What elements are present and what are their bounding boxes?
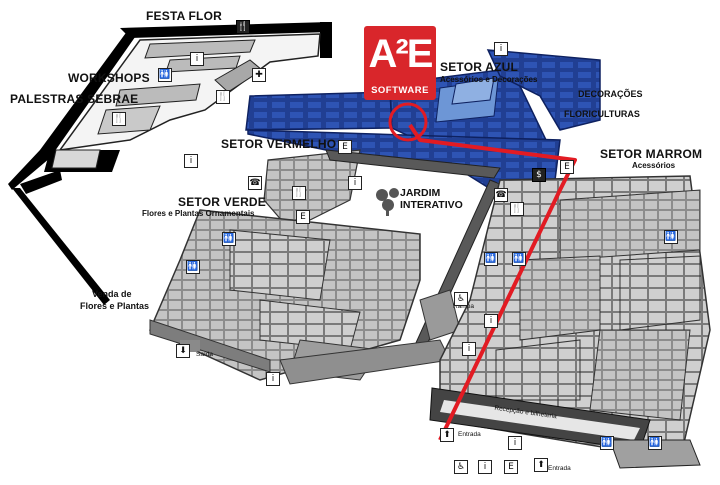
setor-verde-hall bbox=[149, 209, 421, 381]
wc-icon: 🚻 bbox=[484, 252, 498, 266]
escalator-icon: E bbox=[338, 140, 352, 154]
escalator-icon: E bbox=[296, 210, 310, 224]
label-setor-marrom: SETOR MARROM bbox=[600, 147, 703, 161]
label-setor-vermelho: SETOR VERMELHO bbox=[221, 137, 337, 151]
label-jardim: JARDIM bbox=[400, 187, 441, 199]
exit-arrow-icon: ⬇ bbox=[176, 344, 190, 358]
label-palestras-sebrae: PALESTRAS SEBRAE bbox=[10, 92, 139, 106]
wc-icon: 🚻 bbox=[664, 230, 678, 244]
label-interativo: INTERATIVO bbox=[400, 199, 463, 211]
info-icon: i bbox=[494, 42, 508, 56]
label-venda-2: Flores e Plantas bbox=[80, 301, 150, 311]
escalator-icon: E bbox=[504, 460, 518, 474]
logo-sub-text: SOFTWARE bbox=[371, 85, 429, 96]
label-setor-azul: SETOR AZUL bbox=[440, 60, 519, 74]
first-aid-icon: ✚ bbox=[252, 68, 266, 82]
info-icon: i bbox=[508, 436, 522, 450]
lower-corridor bbox=[279, 289, 461, 385]
wc-icon: 🚻 bbox=[648, 436, 662, 450]
wc-icon: 🚻 bbox=[222, 232, 236, 246]
label-floriculturas: FLORICULTURAS bbox=[564, 109, 640, 119]
restaurant-icon: 🍴 bbox=[510, 202, 524, 216]
info-icon: i bbox=[348, 176, 362, 190]
info-icon: i bbox=[462, 342, 476, 356]
entrance-arrow-icon: ⬆ bbox=[440, 428, 454, 442]
wheelchair-icon: ♿ bbox=[454, 292, 468, 306]
garden-trees bbox=[376, 188, 399, 216]
label-venda-1: Venda de bbox=[92, 289, 132, 299]
label-saida: Saída bbox=[196, 351, 213, 358]
label-entrada-2: Entrada bbox=[548, 465, 571, 472]
wc-icon: 🚻 bbox=[186, 260, 200, 274]
label-festa-flor: FESTA FLOR bbox=[146, 9, 222, 23]
label-entrada-1: Entrada bbox=[458, 431, 481, 438]
a2e-software-logo: A²E SOFTWARE bbox=[364, 26, 436, 100]
label-setor-marrom-sub: Acessórios bbox=[632, 161, 676, 170]
phone-icon: ☎ bbox=[494, 188, 508, 202]
phone-icon: ☎ bbox=[248, 176, 262, 190]
label-rampa: Rampa bbox=[453, 303, 474, 310]
info-icon: i bbox=[484, 314, 498, 328]
label-workshops: WORKSHOPS bbox=[68, 71, 150, 85]
restaurant-icon: 🍴 bbox=[236, 20, 250, 34]
escalator-icon: E bbox=[560, 160, 574, 174]
atm-icon: $ bbox=[532, 168, 546, 182]
restaurant-icon: 🍴 bbox=[216, 90, 230, 104]
label-setor-azul-sub: Acessórios e Decorações bbox=[440, 75, 538, 84]
label-setor-verde-sub: Flores e Plantas Ornamentais bbox=[142, 209, 255, 218]
restaurant-icon: 🍴 bbox=[292, 186, 306, 200]
label-decoracoes: DECORAÇÕES bbox=[578, 89, 643, 99]
logo-main-text: A²E bbox=[368, 32, 434, 76]
wc-icon: 🚻 bbox=[512, 252, 526, 266]
wc-icon: 🚻 bbox=[600, 436, 614, 450]
accessibility-icon: ♿ bbox=[454, 460, 468, 474]
info-icon: i bbox=[184, 154, 198, 168]
wc-icon: 🚻 bbox=[158, 68, 172, 82]
info-icon: i bbox=[266, 372, 280, 386]
entrance-arrow-icon: ⬆ bbox=[534, 458, 548, 472]
restaurant-icon: 🍴 bbox=[112, 112, 126, 126]
setor-marrom-hall bbox=[439, 175, 711, 461]
parking-icon: i bbox=[478, 460, 492, 474]
info-icon: i bbox=[190, 52, 204, 66]
label-setor-verde: SETOR VERDE bbox=[178, 195, 266, 209]
reception-strip bbox=[429, 387, 701, 469]
